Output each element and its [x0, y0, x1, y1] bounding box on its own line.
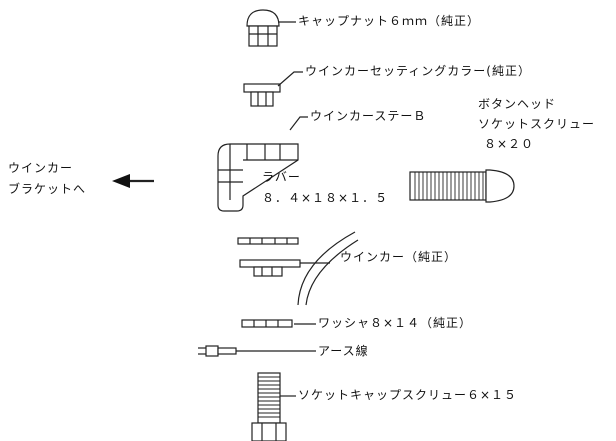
winker-stay-part: [217, 143, 299, 212]
bracket-label-line1: ウインカー: [8, 161, 74, 175]
winker-stay-label: ウインカーステーＢ: [310, 109, 427, 123]
rubber-part: [237, 237, 299, 245]
cap-nut-part: [246, 9, 280, 47]
bracket-arrow: [112, 174, 154, 188]
washer-part: [241, 319, 293, 328]
socket-cap-screw-part: [251, 372, 287, 441]
setting-collar-part: [243, 83, 281, 107]
button-head-label-line1: ボタンヘッド: [478, 97, 557, 111]
winker-stay-leader: [289, 116, 308, 131]
washer-label: ワッシャ８×１４（純正）: [318, 316, 473, 330]
cap-nut-label: キャップナット６ｍｍ（純正）: [298, 14, 481, 28]
winker-label: ウインカー（純正）: [340, 250, 458, 264]
earth-wire-part: [198, 345, 316, 357]
button-head-screw-part: [409, 169, 515, 203]
rubber-label-line2: ８．４×１８×１．５: [262, 191, 389, 205]
setting-collar-label: ウインカーセッティングカラー(純正）: [305, 64, 531, 78]
bracket-label-line2: ブラケットへ: [8, 182, 87, 196]
setting-collar-leader: [277, 71, 303, 87]
button-head-label-line2: ソケットスクリュー: [478, 117, 596, 131]
winker-part: [239, 231, 359, 306]
rubber-label-line1: ラバー: [262, 170, 301, 184]
earth-wire-label: アース線: [318, 344, 369, 358]
button-head-label-line3: ８×２０: [484, 137, 535, 151]
socket-cap-screw-label: ソケットキャップスクリュー６×１５: [298, 388, 518, 402]
